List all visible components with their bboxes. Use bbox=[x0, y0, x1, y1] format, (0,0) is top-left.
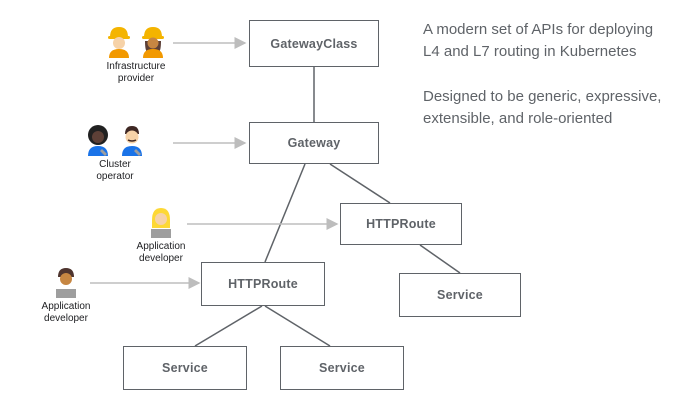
role-infrastructure-provider: Infrastructure provider bbox=[81, 20, 191, 85]
description-line: A modern set of APIs for deploying bbox=[423, 21, 654, 38]
edge-gateway-httproute-left bbox=[264, 163, 306, 263]
edge-httproute-left-service-right bbox=[264, 305, 331, 347]
gateway-node: Gateway bbox=[249, 122, 379, 164]
description-line: extensible, and role-oriented bbox=[423, 110, 613, 127]
role-label-line2: provider bbox=[117, 73, 155, 84]
role-application-developer-2: Application developer bbox=[11, 260, 121, 325]
edge-gateway-httproute-right bbox=[329, 163, 391, 204]
role-label-line2: operator bbox=[96, 171, 134, 182]
role-label-line1: Application bbox=[41, 301, 91, 312]
technologist-icon bbox=[50, 264, 82, 298]
role-label-line2: developer bbox=[44, 313, 88, 324]
mechanic-icon bbox=[117, 122, 147, 156]
httproute-right-node: HTTPRoute bbox=[340, 203, 462, 245]
role-label-line1: Infrastructure bbox=[106, 61, 166, 72]
role-label-line1: Application bbox=[136, 241, 186, 252]
service-right-node: Service bbox=[399, 273, 521, 317]
role-label-line2: developer bbox=[139, 253, 183, 264]
role-cluster-operator: Cluster operator bbox=[60, 118, 170, 183]
role-label-line1: Cluster bbox=[99, 159, 131, 170]
construction-worker-icon bbox=[138, 24, 168, 58]
description-paragraph-2: Designed to be generic, expressive, exte… bbox=[423, 86, 673, 130]
role-application-developer-1: Application developer bbox=[106, 200, 216, 265]
mechanic-icon bbox=[83, 122, 113, 156]
technologist-icon bbox=[145, 204, 177, 238]
description-line: Designed to be generic, expressive, bbox=[423, 88, 662, 105]
httproute-left-node: HTTPRoute bbox=[201, 262, 325, 306]
edge-httproute-left-service-left bbox=[194, 305, 263, 347]
edge-httproute-right-service bbox=[419, 244, 461, 274]
construction-worker-icon bbox=[104, 24, 134, 58]
service-bottom-right-node: Service bbox=[280, 346, 404, 390]
description-paragraph-1: A modern set of APIs for deploying L4 an… bbox=[423, 19, 673, 63]
gatewayclass-node: GatewayClass bbox=[249, 20, 379, 67]
service-bottom-left-node: Service bbox=[123, 346, 247, 390]
description-line: L4 and L7 routing in Kubernetes bbox=[423, 43, 637, 60]
